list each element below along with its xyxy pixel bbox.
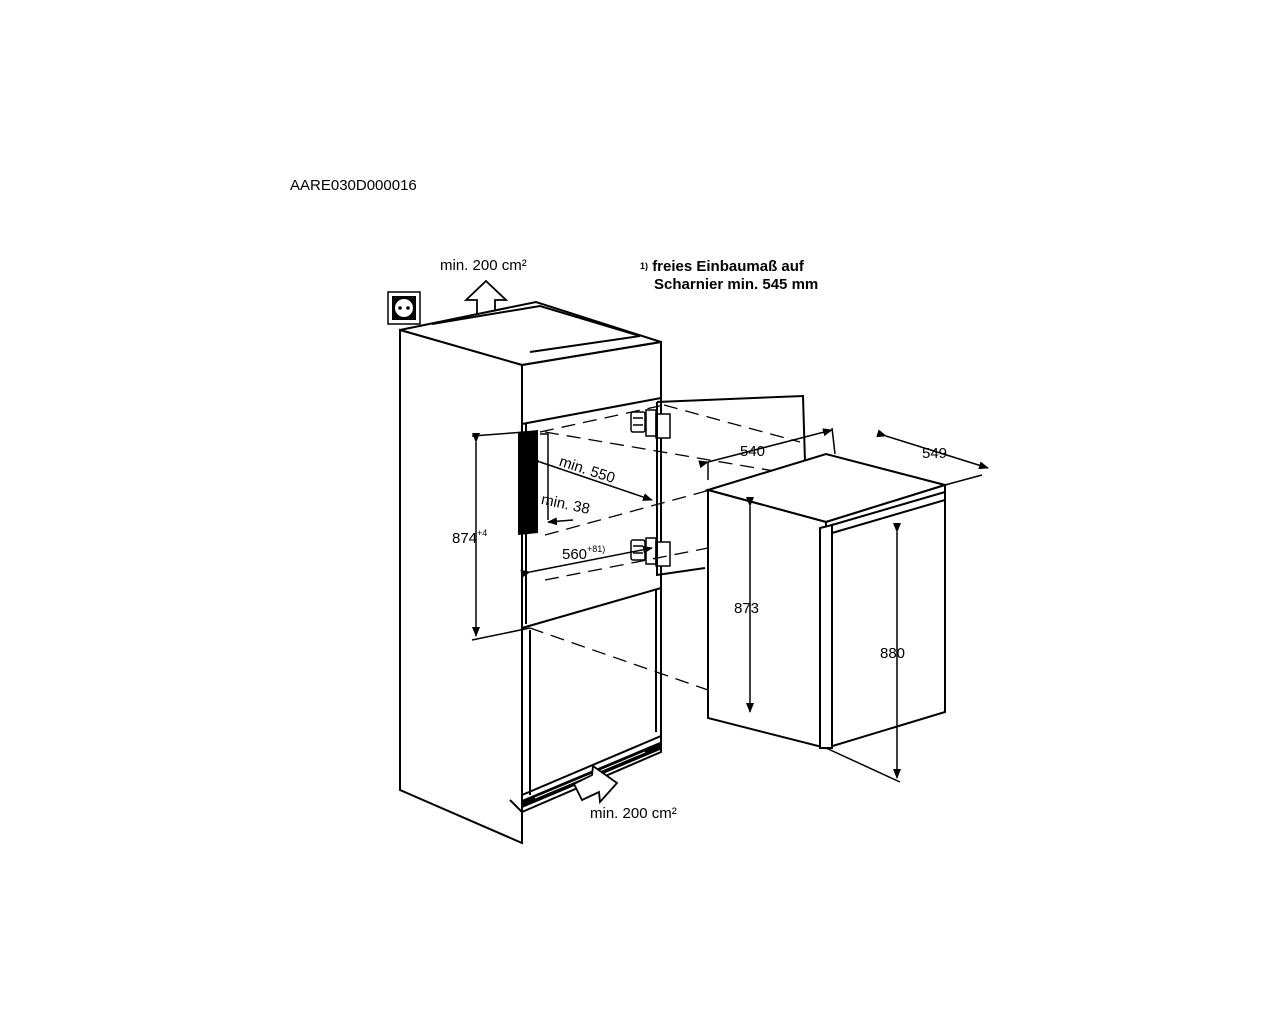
- door-height-label: 880: [880, 645, 906, 662]
- vent-bottom-label: min. 200 cm²: [590, 805, 677, 822]
- reference-code: AARE030D000016: [290, 177, 417, 194]
- vent-top-label: min. 200 cm²: [440, 257, 527, 274]
- niche-width-label: 560+81): [562, 544, 606, 563]
- niche-width-footnote: 1): [597, 544, 606, 554]
- footnote-line-2: Scharnier min. 545 mm: [654, 276, 819, 293]
- upper-hinge-icon: [630, 409, 671, 439]
- niche-height-tolerance: +4: [477, 528, 488, 538]
- door-width-label: 549: [922, 445, 948, 462]
- dimension-lines: [471, 427, 989, 783]
- appliance-depth-label: 540: [740, 443, 766, 460]
- footnote-line-1: freies Einbaumaß auf: [652, 258, 804, 275]
- vent-arrow-up-icon: [463, 279, 509, 317]
- niche-height-value: 874: [452, 530, 478, 547]
- hinge-footnote: 1) freies Einbaumaß auf Scharnier min. 5…: [640, 258, 818, 294]
- niche-height-label: 874+4: [452, 528, 488, 547]
- niche-width-value: 560: [562, 546, 588, 563]
- cabinet-housing: [399, 300, 662, 845]
- appliance-height-label: 873: [734, 600, 760, 617]
- niche-width-tolerance: +8: [587, 544, 598, 554]
- power-socket-icon: [387, 291, 421, 325]
- niche-vent-strip: [518, 430, 549, 535]
- vent-arrow-bottom-icon: [572, 764, 619, 805]
- appliance: [704, 452, 949, 750]
- footnote-marker: 1): [640, 261, 649, 271]
